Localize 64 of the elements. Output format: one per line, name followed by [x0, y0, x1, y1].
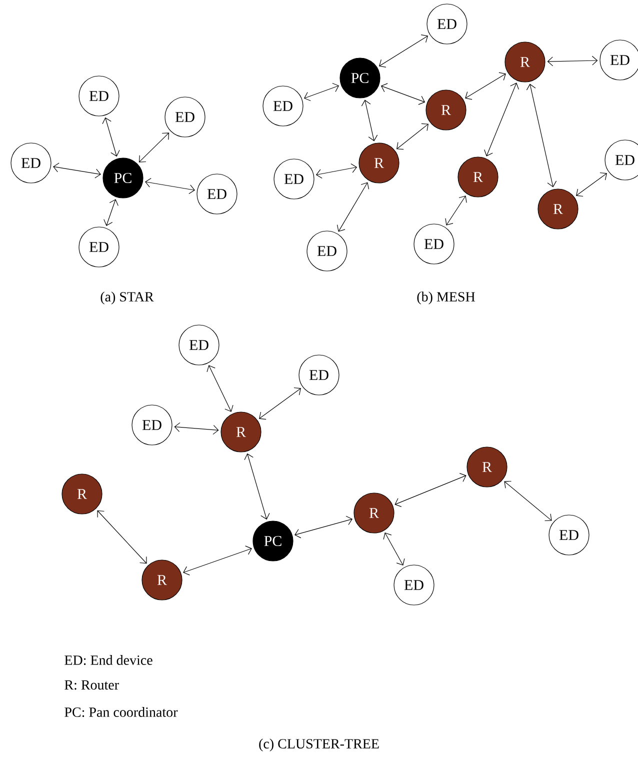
router-node: R	[538, 188, 578, 230]
arrow	[380, 83, 426, 105]
subfigure-caption: (a) STAR	[100, 292, 154, 304]
router-node: R	[466, 446, 508, 488]
end-device-node: ED	[306, 230, 348, 272]
arrow	[316, 163, 358, 179]
arrow	[465, 72, 506, 100]
arrow	[361, 100, 378, 142]
arrow	[394, 473, 466, 507]
end-device-node: ED	[164, 96, 206, 138]
arrow	[97, 510, 147, 564]
end-device-node: ED	[78, 76, 120, 116]
arrow	[183, 546, 252, 576]
end-device-node: ED	[262, 86, 304, 126]
arrow	[174, 422, 219, 435]
arrow	[526, 84, 557, 188]
coordinator-node: PC	[252, 520, 294, 562]
subfigure-caption: (c) CLUSTER-TREE	[259, 738, 379, 752]
end-device-node: ED	[414, 224, 454, 264]
end-device-node: ED	[604, 140, 638, 180]
arrow	[294, 516, 353, 538]
end-device-node: ED	[78, 226, 120, 268]
end-device-node: ED	[600, 40, 638, 80]
router-node: R	[358, 142, 400, 184]
arrow	[396, 123, 429, 150]
arrow	[504, 480, 552, 522]
arrow	[104, 199, 118, 226]
arrow	[547, 56, 598, 66]
legend-text: R: Router	[64, 680, 119, 690]
arrow	[259, 387, 301, 420]
end-device-node: ED	[196, 174, 238, 214]
router-node: R	[354, 492, 394, 534]
end-device-node: ED	[10, 142, 52, 184]
arrow	[445, 196, 467, 226]
end-device-node: ED	[298, 354, 340, 396]
legend-text: ED: End device	[64, 655, 152, 665]
arrow	[484, 82, 519, 156]
router-node: R	[142, 560, 182, 600]
arrow	[336, 182, 370, 232]
end-device-node: ED	[426, 4, 468, 44]
router-node: R	[426, 90, 466, 130]
coordinator-node: PC	[340, 58, 380, 98]
arrow	[378, 34, 428, 68]
end-device-node: ED	[132, 404, 172, 446]
legend-text: PC: Pan coordinator	[64, 707, 178, 717]
router-node: R	[62, 474, 102, 514]
router-node: R	[220, 412, 262, 452]
arrow	[206, 365, 234, 412]
router-node: R	[504, 42, 546, 82]
arrow	[244, 453, 270, 520]
arrow	[53, 162, 101, 178]
end-device-node: ED	[178, 324, 220, 366]
arrow	[138, 132, 170, 162]
arrow	[102, 117, 120, 157]
arrow	[576, 172, 607, 197]
coordinator-node: PC	[102, 158, 144, 198]
subfigure-caption: (b) MESH	[417, 292, 475, 304]
arrow	[304, 82, 340, 102]
arrow	[383, 532, 405, 566]
end-device-node: ED	[548, 514, 590, 556]
end-device-node: ED	[274, 158, 314, 200]
arrow	[144, 178, 196, 194]
end-device-node: ED	[394, 564, 434, 606]
router-node: R	[458, 156, 498, 198]
